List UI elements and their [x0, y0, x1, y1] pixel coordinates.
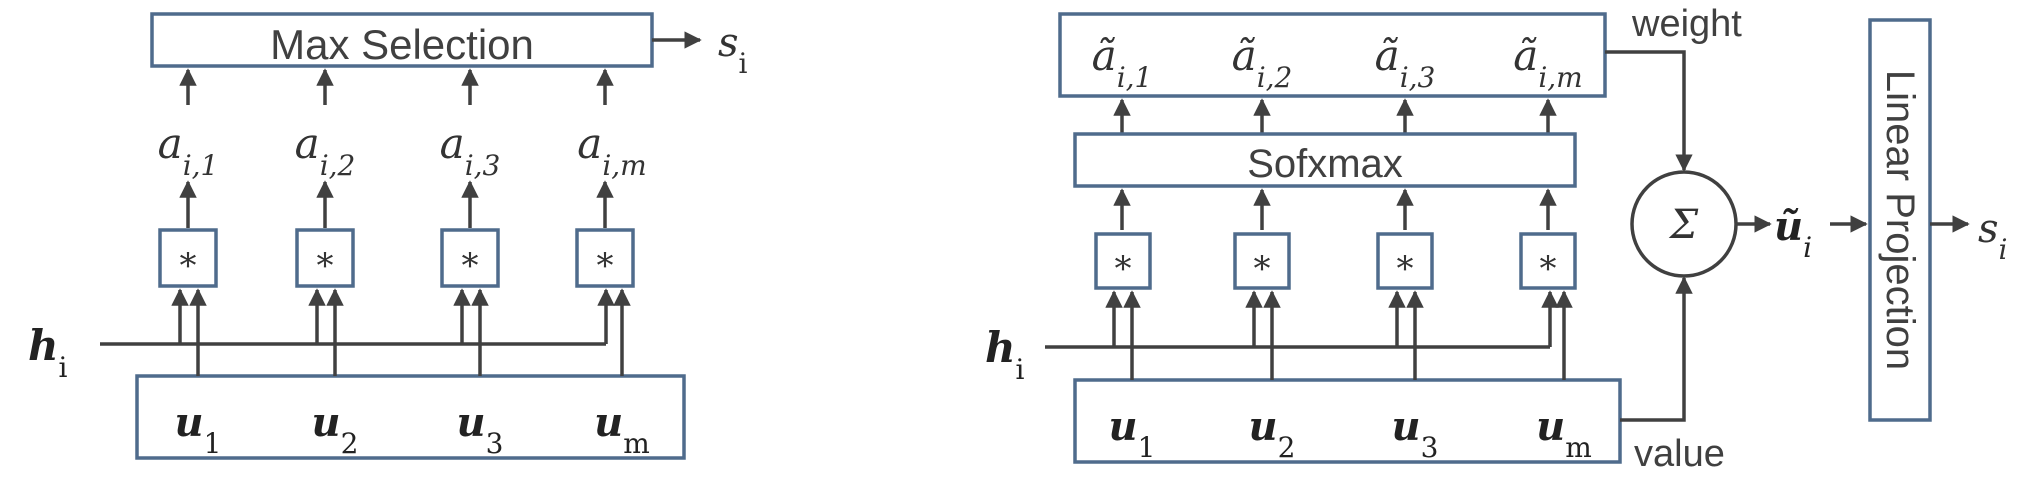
- unit-vector-label: u2: [1249, 403, 1296, 464]
- dot-product-box: [575, 228, 635, 288]
- unit-vector-label: u3: [1392, 403, 1439, 464]
- value-label: value: [1634, 433, 1725, 475]
- dot-product-symbol: *: [1115, 249, 1132, 289]
- value-to-sum-arrow: [1620, 276, 1693, 422]
- softmax-label: Sofxmax: [1247, 142, 1403, 186]
- max-selection-label: Max Selection: [270, 21, 534, 68]
- dot-product-symbol: *: [317, 246, 334, 286]
- normalized-weight-label: ãi,2: [1232, 31, 1293, 94]
- attention-score-label: ai,m: [577, 119, 646, 182]
- context-vector-label: ũi: [1774, 203, 1812, 264]
- dot-product-box: [1519, 232, 1577, 290]
- dot-product-box: [158, 228, 218, 288]
- right-panel: ãi,1 ãi,2 ãi,3 ãi,m Sofxmax * * * * hi: [985, 3, 2008, 475]
- dot-product-box: [295, 228, 355, 288]
- dot-product-symbol: *: [1254, 249, 1271, 289]
- dot-product-symbol: *: [597, 246, 614, 286]
- dot-product-symbol: *: [180, 246, 197, 286]
- right-output-label: si: [1978, 206, 2008, 266]
- weights-box: [1058, 12, 1607, 98]
- linear-projection-label: Linear Projection: [1878, 70, 1922, 370]
- weight-label: weight: [1631, 3, 1742, 45]
- attention-score-label: ai,1: [158, 119, 219, 182]
- unit-vector-label: u3: [457, 399, 504, 460]
- dot-product-box: [1233, 232, 1291, 290]
- left-units-box: [135, 374, 686, 460]
- sum-symbol: Σ: [1668, 202, 1699, 248]
- dot-product-box: [440, 228, 500, 288]
- left-panel: Max Selection si ai,1 ai,2 ai,3 ai,m * *…: [28, 12, 748, 460]
- dot-product-box: [1376, 232, 1434, 290]
- left-query-label: hi: [28, 321, 68, 384]
- linear-projection-box: [1868, 18, 1932, 422]
- normalized-weight-label: ãi,1: [1092, 31, 1153, 94]
- weight-to-sum-arrow: [1605, 50, 1693, 172]
- max-selection-box: [150, 12, 654, 68]
- softmax-box: [1073, 132, 1577, 188]
- unit-vector-label: u1: [175, 399, 222, 460]
- right-units-box: [1073, 378, 1622, 464]
- attention-score-label: ai,2: [295, 119, 356, 182]
- right-query-label: hi: [985, 323, 1025, 386]
- left-output-label: si: [718, 20, 748, 80]
- dot-product-symbol: *: [1397, 249, 1414, 289]
- normalized-weight-label: ãi,3: [1375, 31, 1436, 94]
- dot-product-symbol: *: [1540, 249, 1557, 289]
- dot-product-symbol: *: [462, 246, 479, 286]
- dot-product-box: [1094, 232, 1152, 290]
- unit-vector-label: um: [1536, 403, 1592, 464]
- normalized-weight-label: ãi,m: [1513, 31, 1582, 94]
- unit-vector-label: u2: [312, 399, 359, 460]
- attention-score-label: ai,3: [440, 119, 501, 182]
- unit-vector-label: um: [594, 399, 650, 460]
- unit-vector-label: u1: [1109, 403, 1156, 464]
